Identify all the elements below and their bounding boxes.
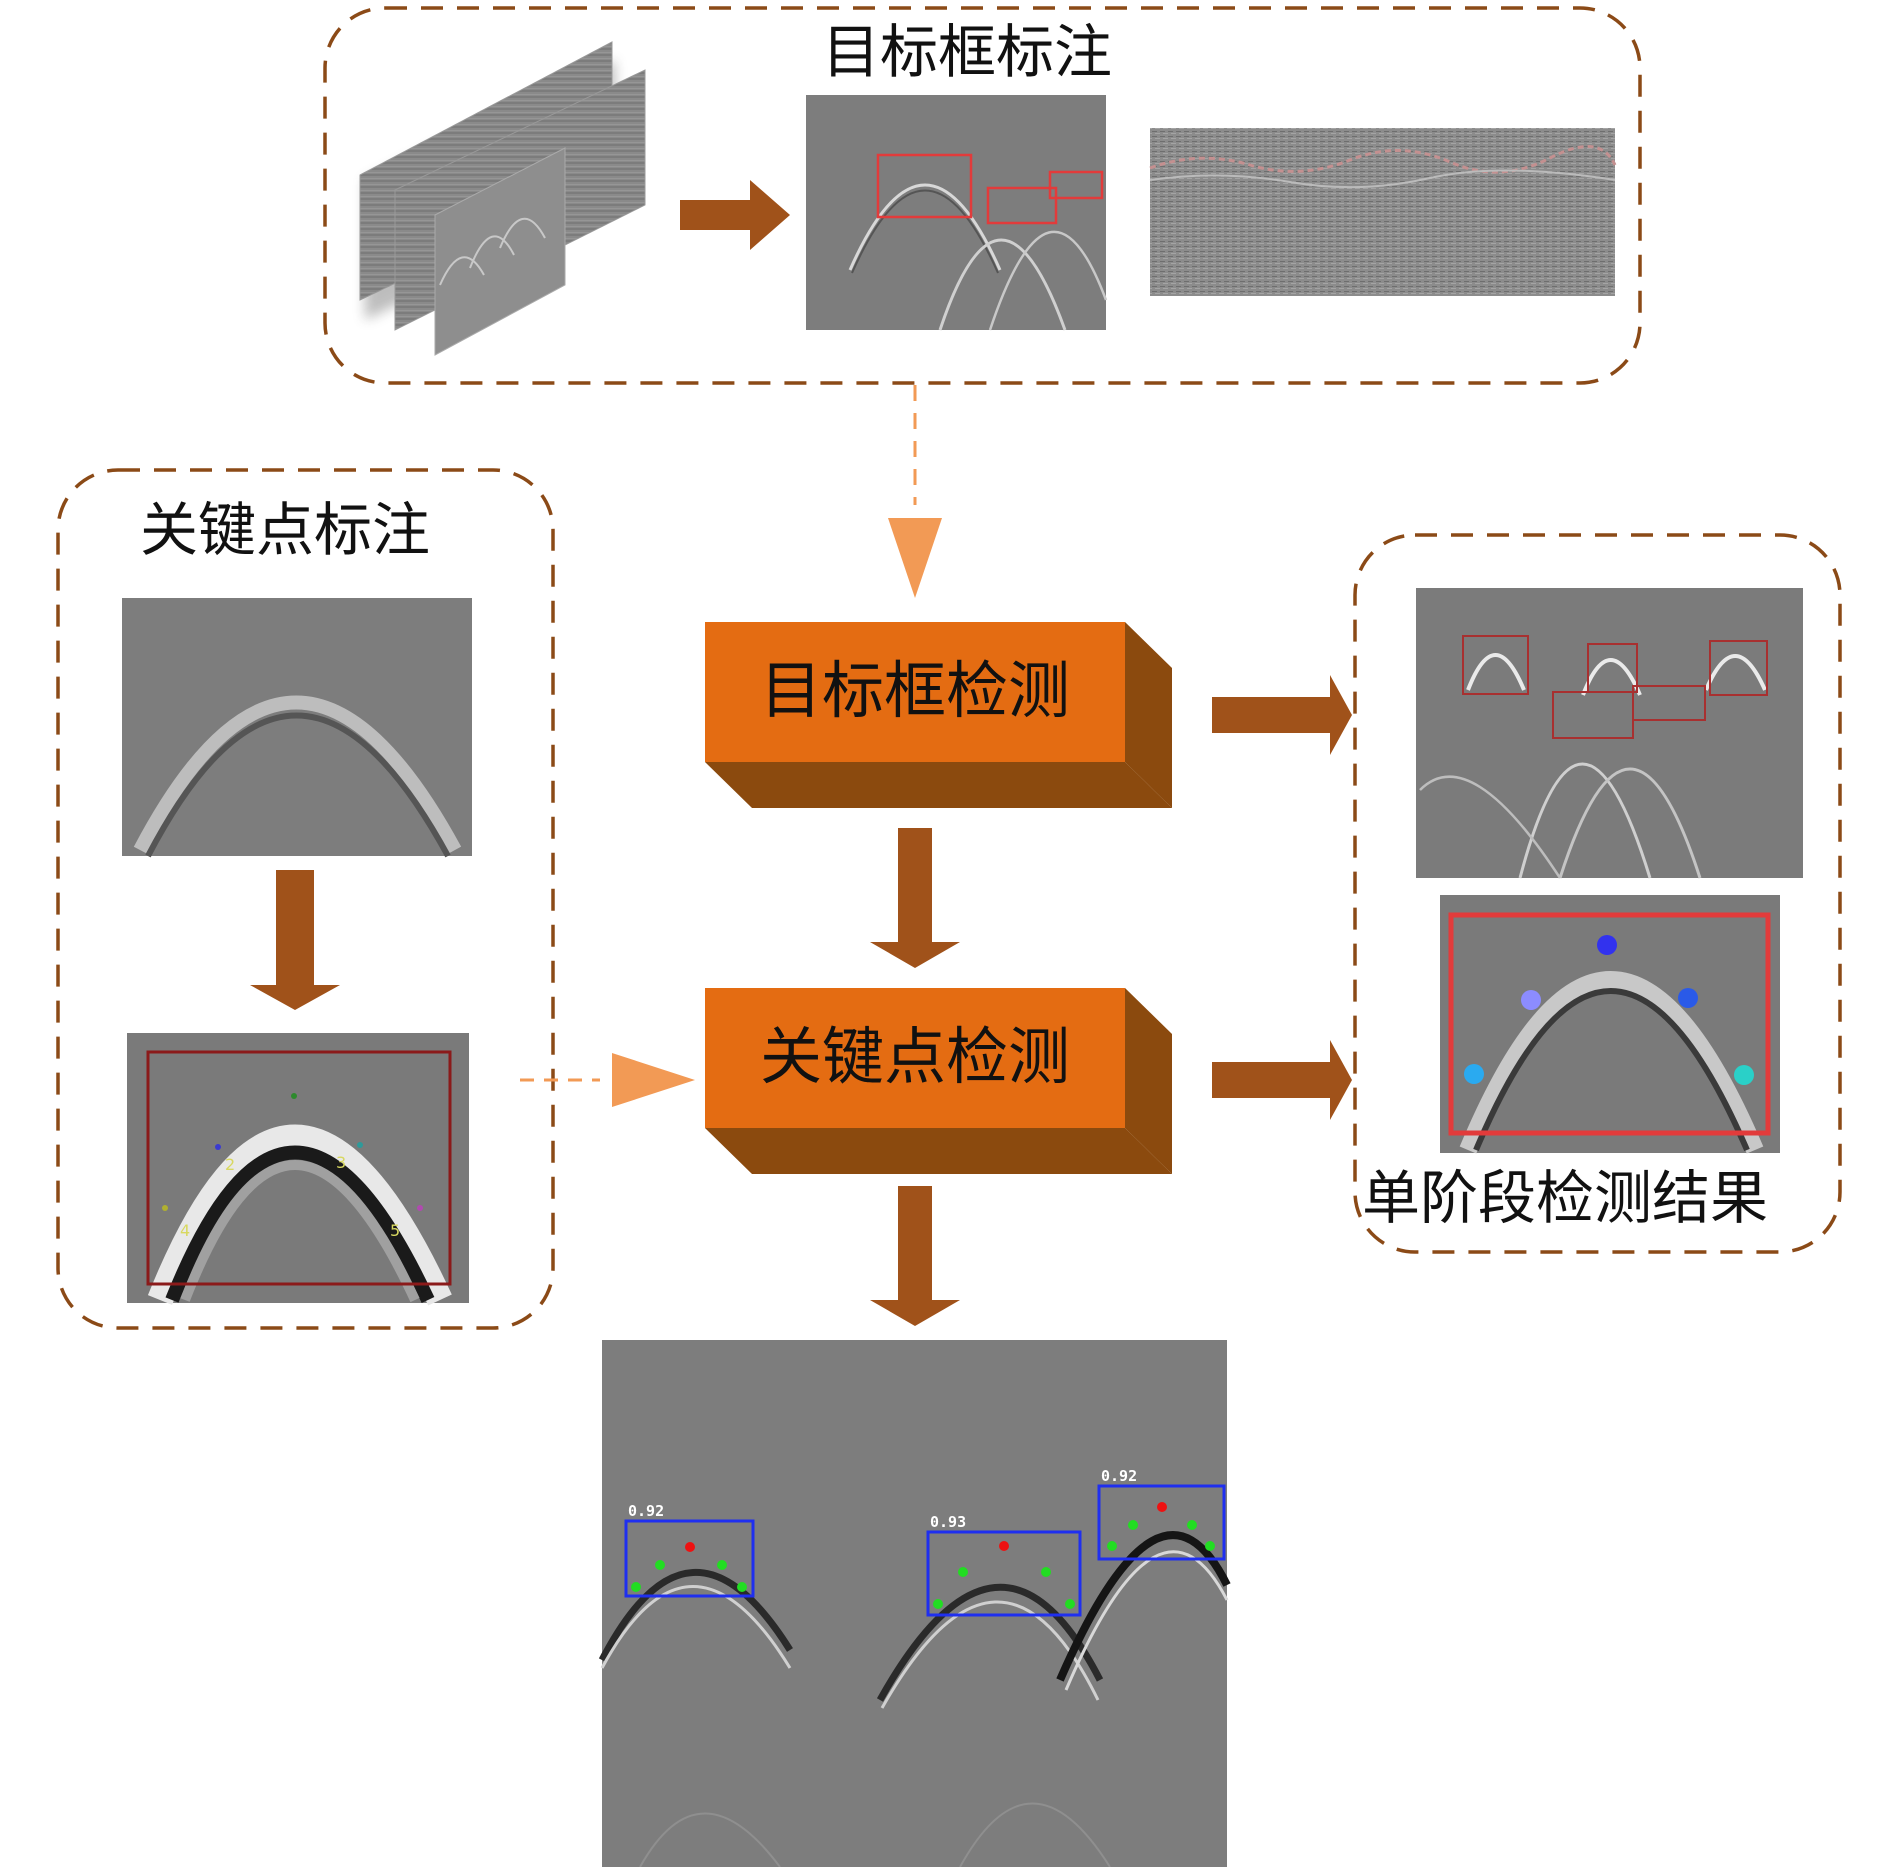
- annotation-bbox: [986, 186, 1058, 225]
- gpr-image-stack: [359, 41, 646, 356]
- arrow-keypoint-detection-to-final: [870, 1186, 960, 1326]
- keypoint-annotation-bbox: [146, 1050, 452, 1286]
- keypoint-index-label: 3: [336, 1153, 346, 1172]
- bbox-detection-label: 目标框检测: [760, 654, 1070, 727]
- bbox-detection-block: [705, 622, 1172, 808]
- keypoint-index-label: 4: [180, 1221, 190, 1240]
- dashed-arrow-keypoint-annotation-head: [612, 1053, 695, 1107]
- keypoint-result-bbox: [1448, 912, 1771, 1136]
- bbox-annotation-title: 目标框标注: [822, 18, 1112, 86]
- confidence-score: 0.93: [930, 1513, 966, 1531]
- keypoint-index-label: 5: [390, 1221, 400, 1240]
- keypoint-detection-result-image: [1440, 895, 1780, 1154]
- arrow-raw-to-keypoint-annotated: [250, 870, 340, 1010]
- single-stage-results-title: 单阶段检测结果: [1362, 1164, 1768, 1232]
- arrow-keypoint-detection-to-results: [1212, 1040, 1352, 1120]
- keypoint-annotation-group-border: [56, 468, 555, 1330]
- bbox-annotation-group-border: [323, 6, 1642, 385]
- keypoint-annotated-image: 2 3 4 5: [127, 1033, 469, 1306]
- final-detection-result-image: 0.92 0.93 0.92: [598, 1340, 1231, 1867]
- gpr-profile-strip: [1149, 128, 1617, 296]
- bbox-annotated-gpr-image: [806, 95, 1108, 331]
- confidence-score: 0.92: [1101, 1467, 1137, 1485]
- annotation-bbox: [876, 153, 973, 219]
- arrow-bbox-to-keypoint-detection: [870, 828, 960, 968]
- arrow-bbox-detection-to-results: [1212, 675, 1352, 755]
- keypoint-detection-block: [705, 988, 1172, 1174]
- arrow-stack-to-bbox-image: [680, 180, 790, 250]
- keypoint-index-label: 2: [225, 1155, 235, 1174]
- bbox-detection-result-image: [1416, 588, 1803, 879]
- dashed-arrow-annotation-to-bbox-detection-head: [888, 518, 942, 598]
- annotation-bbox: [1048, 170, 1104, 200]
- single-stage-results-group-border: [1353, 533, 1842, 1254]
- hyperbola-raw-image: [122, 598, 472, 858]
- confidence-score: 0.92: [628, 1502, 664, 1520]
- keypoint-detection-label: 关键点检测: [760, 1020, 1070, 1093]
- keypoint-annotation-title: 关键点标注: [140, 496, 430, 564]
